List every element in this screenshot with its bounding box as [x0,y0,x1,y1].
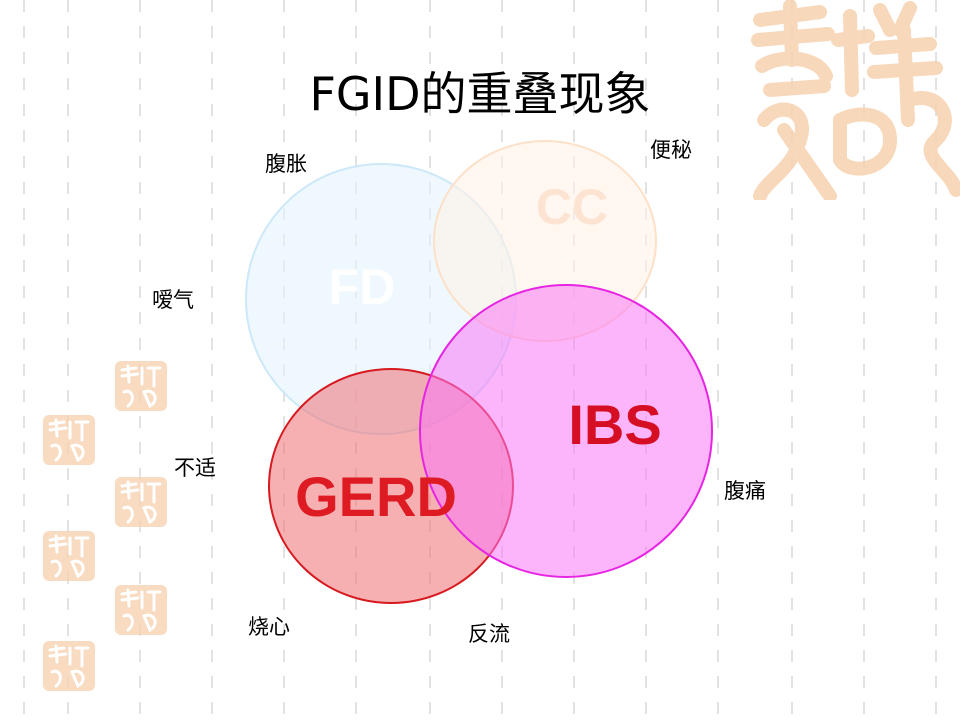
symptom-abdominal-pain: 腹痛 [724,479,766,503]
gerd-label: GERD [295,465,457,528]
symptom-heartburn: 烧心 [248,615,290,639]
symptom-constipation: 便秘 [650,138,692,162]
ibs-label: IBS [568,393,662,456]
auspicious-seal-icon [115,477,167,527]
auspicious-seal-icon [43,641,95,691]
symptom-belching: 嗳气 [152,288,194,312]
fd-label: FD [328,259,396,315]
auspicious-seal-icon [115,585,167,635]
symptom-reflux: 反流 [468,622,510,646]
auspicious-seal-icon [751,0,960,200]
cc-label: CC [535,179,609,235]
ibs-circle [419,284,713,578]
auspicious-seal-icon [115,361,167,411]
slide-title: FGID的重叠现象 [309,67,651,121]
symptom-discomfort: 不适 [174,456,216,480]
auspicious-seal-icon [43,531,95,581]
auspicious-seal-icon [43,415,95,465]
symptom-bloating: 腹胀 [265,152,307,176]
